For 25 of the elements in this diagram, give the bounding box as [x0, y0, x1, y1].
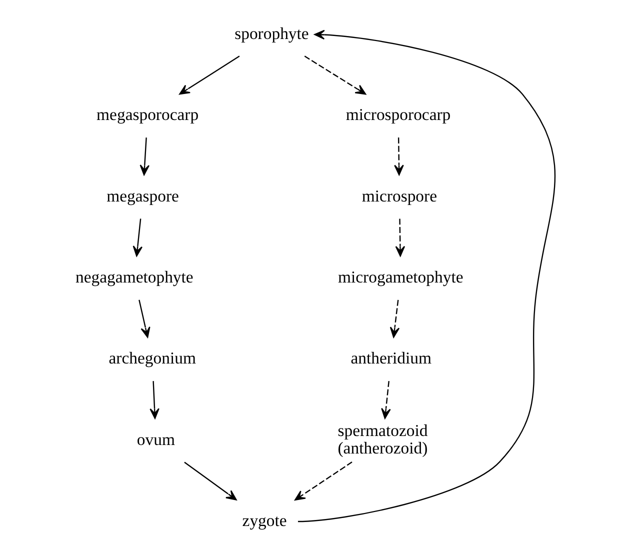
arrow — [298, 30, 556, 522]
arrow — [150, 381, 160, 419]
node-text: megaspore — [106, 186, 179, 206]
node-text: zygote — [242, 510, 287, 530]
node-text: negagametophyte — [76, 267, 194, 286]
arrow — [395, 218, 406, 257]
node-text: megasporocarp — [96, 105, 199, 124]
node-text: archegonium — [108, 348, 196, 368]
arrow — [394, 138, 404, 176]
arrow — [132, 218, 143, 257]
node-text: ovum — [136, 430, 175, 449]
node-text: antheridium — [350, 348, 432, 368]
node-text: spermatozoid (antherozoid) — [338, 420, 428, 458]
arrow — [140, 138, 150, 176]
node-text: microsporocarp — [346, 105, 451, 124]
arrow — [184, 462, 237, 500]
arrow — [138, 300, 150, 338]
node-text: microgametophyte — [338, 267, 464, 286]
arrow — [390, 300, 400, 338]
node-text: microspore — [362, 186, 438, 206]
arrow — [381, 381, 391, 419]
arrow — [179, 56, 240, 95]
arrow — [304, 56, 366, 95]
arrow — [294, 462, 352, 501]
node-text: sporophyte — [234, 24, 309, 43]
